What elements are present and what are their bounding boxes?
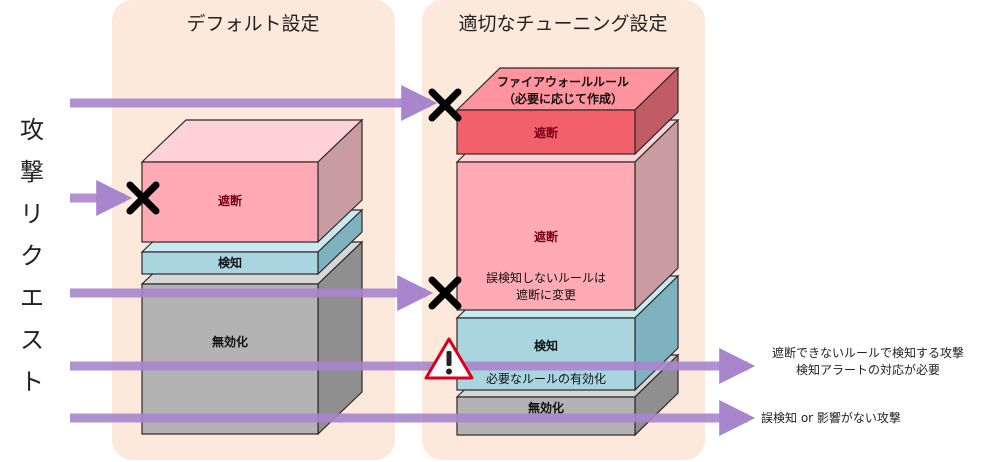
svg-text:撃: 撃 xyxy=(20,158,44,186)
svg-text:ト: ト xyxy=(20,368,44,396)
default-panel-title: デフォルト設定 xyxy=(186,13,319,35)
left-block-cube xyxy=(140,118,364,244)
right-block-label: 遮断 xyxy=(534,229,558,244)
left-detect-label: 検知 xyxy=(218,255,242,270)
svg-text:ク: ク xyxy=(20,242,44,270)
right-detect-note: 必要なルールの有効化 xyxy=(486,371,606,386)
left-block-label: 遮断 xyxy=(218,193,242,208)
block-x-icon xyxy=(428,276,462,310)
firewall-block-label: 遮断 xyxy=(534,125,558,140)
svg-text:ス: ス xyxy=(20,326,44,354)
pass-through-note: 誤検知 or 影響がない攻撃 xyxy=(761,410,901,425)
right-block-note-2: 遮断に変更 xyxy=(516,287,576,302)
block-x-icon xyxy=(428,88,462,122)
firewall-cube xyxy=(455,66,680,156)
warning-icon xyxy=(424,337,474,380)
detect-alert-note-2: 検知アラートの対応が必要 xyxy=(796,362,940,377)
right-block-note-1: 誤検知しないルールは xyxy=(486,270,606,285)
svg-text:攻: 攻 xyxy=(20,116,44,144)
svg-text:エ: エ xyxy=(20,284,44,312)
right-detect-label: 検知 xyxy=(534,338,558,353)
attack-request-label: 攻 撃 リ ク エ ス ト xyxy=(20,116,44,396)
left-disabled-label: 無効化 xyxy=(212,334,248,349)
firewall-title-2: （必要に応じて作成） xyxy=(503,91,623,106)
detect-alert-note-1: 遮断できないルールで検知する攻撃 xyxy=(772,345,964,360)
tuned-panel-title: 適切なチューニング設定 xyxy=(458,13,667,35)
block-x-icon xyxy=(126,181,160,215)
right-disabled-label: 無効化 xyxy=(528,400,564,415)
firewall-title-1: ファイアウォールルール xyxy=(497,75,629,89)
svg-text:リ: リ xyxy=(20,200,44,228)
